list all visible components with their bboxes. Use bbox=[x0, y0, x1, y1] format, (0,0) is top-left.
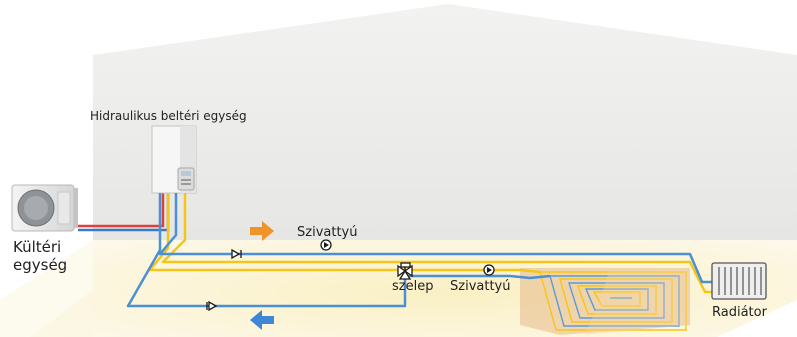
floor-heating-coil-icon bbox=[520, 268, 690, 335]
outdoor-unit-icon bbox=[11, 184, 78, 232]
outdoor-unit-label-line2: egység bbox=[13, 256, 68, 274]
check-valve-icon bbox=[231, 248, 242, 260]
radiator-icon bbox=[711, 262, 767, 300]
return-pipe-floor bbox=[405, 274, 551, 280]
three-way-valve-icon bbox=[397, 262, 413, 280]
valve-label: szelep bbox=[392, 279, 434, 294]
refrigerant-pipe-hot bbox=[78, 190, 165, 228]
pump-icon bbox=[483, 264, 495, 276]
arrow-right-icon bbox=[250, 221, 274, 241]
supply-pipe-loop bbox=[148, 193, 541, 274]
floor-edge bbox=[0, 240, 93, 337]
house-wall bbox=[93, 4, 797, 240]
arrow-left-icon bbox=[250, 310, 274, 330]
pump-top-label: Szivattyú bbox=[297, 225, 358, 240]
pump-icon bbox=[320, 239, 332, 251]
indoor-unit-label: Hidraulikus beltéri egység bbox=[90, 109, 247, 123]
check-valve-icon bbox=[206, 300, 218, 312]
supply-pipe-top bbox=[161, 193, 712, 294]
return-pipe-top bbox=[158, 193, 712, 284]
outdoor-unit-label-line1: Kültéri bbox=[13, 238, 62, 256]
radiator-label: Radiátor bbox=[712, 305, 767, 320]
pump-bottom-label: Szivattyú bbox=[450, 279, 511, 294]
return-pipe-bottom bbox=[126, 193, 407, 308]
indoor-unit-icon bbox=[151, 125, 197, 194]
